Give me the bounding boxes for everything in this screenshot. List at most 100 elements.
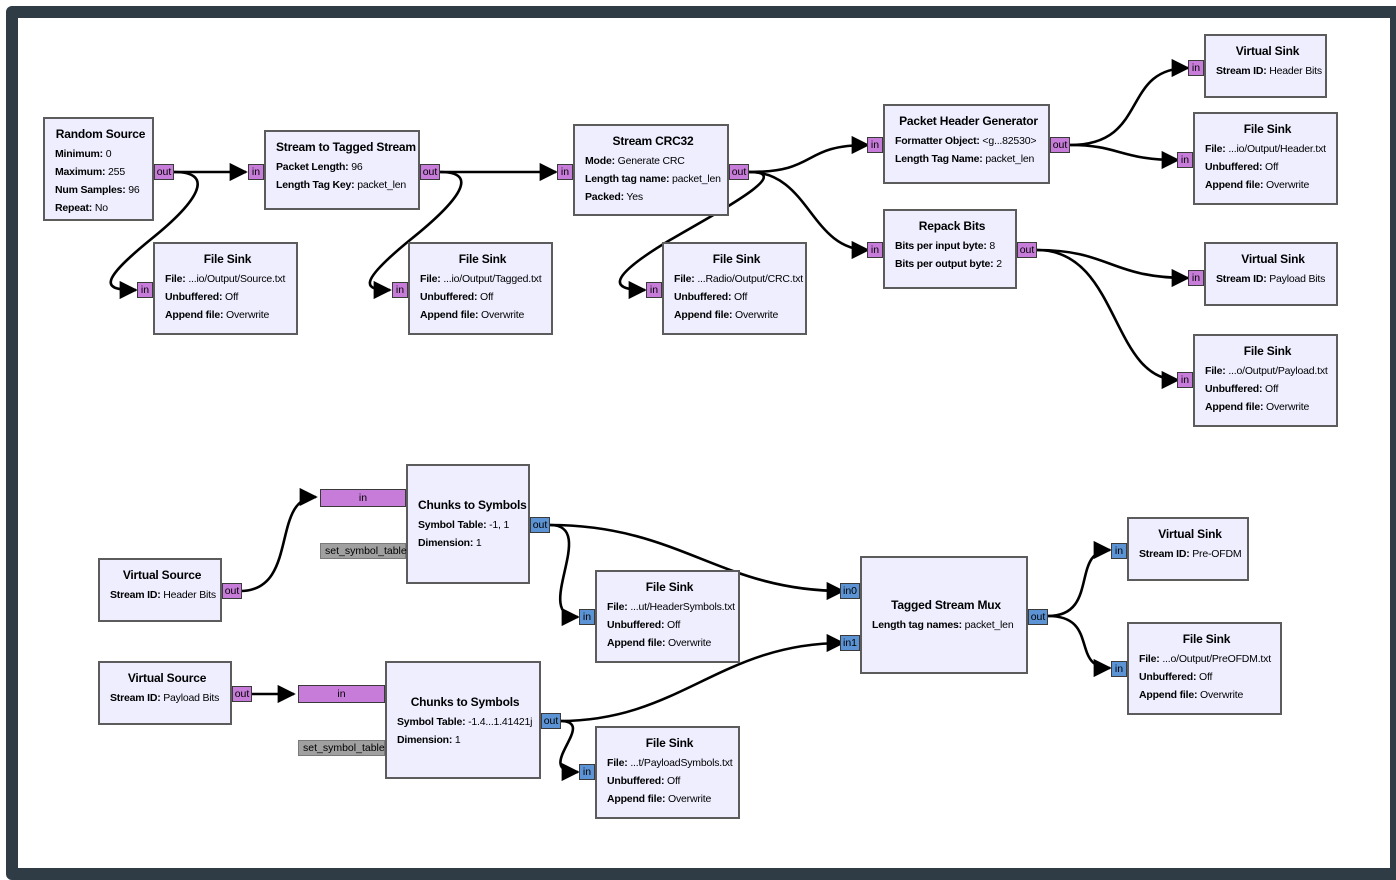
param-append-file: Append file: Overwrite (1139, 689, 1244, 701)
block-packet-header-generator[interactable]: Packet Header Generator Formatter Object… (883, 104, 1050, 184)
edge-chunks-payload-to-mux (559, 633, 845, 723)
param-stream-id: Stream ID: Pre-OFDM (1139, 548, 1242, 560)
block-title: Stream CRC32 (612, 134, 694, 148)
param-unbuffered: Unbuffered: Off (1205, 383, 1279, 395)
param-unbuffered: Unbuffered: Off (1205, 161, 1279, 173)
port-in[interactable]: in (137, 282, 153, 298)
port-out[interactable]: out (154, 164, 174, 180)
param-append-file: Append file: Overwrite (1205, 179, 1310, 191)
block-title: Tagged Stream Mux (891, 598, 1001, 612)
edge-headergen-to-vsink (1069, 58, 1190, 147)
port-in[interactable]: in (298, 685, 385, 703)
param-file: File: ...o/Output/Payload.txt (1205, 365, 1328, 377)
msg-port-set-symbol-table[interactable]: set_symbol_table (320, 543, 407, 559)
port-in[interactable]: in (1188, 60, 1204, 76)
port-in[interactable]: in (867, 242, 883, 258)
block-file-sink-preofdm[interactable]: File Sink File: ...o/Output/PreOFDM.txt … (1127, 622, 1282, 715)
param-maximum: Maximum: 255 (55, 166, 125, 178)
param-num-samples: Num Samples: 96 (55, 184, 140, 196)
block-title: File Sink (458, 252, 507, 266)
param-packet-length: Packet Length: 96 (276, 161, 363, 173)
param-minimum: Minimum: 0 (55, 148, 112, 160)
edge-crc-to-repack (748, 170, 870, 260)
param-file: File: ...Radio/Output/CRC.txt (674, 273, 804, 285)
param-symbol-table: Symbol Table: -1, 1 (418, 519, 510, 531)
port-out[interactable]: out (1050, 137, 1070, 153)
block-file-sink-source[interactable]: File Sink File: ...io/Output/Source.txt … (153, 242, 298, 335)
block-virtual-sink-payload[interactable]: Virtual Sink Stream ID: Payload Bits (1204, 242, 1338, 306)
block-virtual-source-header[interactable]: Virtual Source Stream ID: Header Bits (98, 558, 222, 622)
block-file-sink-payload-symbols[interactable]: File Sink File: ...t/PayloadSymbols.txt … (595, 726, 740, 819)
block-file-sink-tagged[interactable]: File Sink File: ...io/Output/Tagged.txt … (408, 242, 553, 335)
block-file-sink-header[interactable]: File Sink File: ...io/Output/Header.txt … (1193, 112, 1338, 205)
edge-crc-to-fsink-crc (618, 170, 765, 300)
block-title: Virtual Source (127, 671, 207, 685)
block-virtual-sink-header[interactable]: Virtual Sink Stream ID: Header Bits (1204, 34, 1327, 98)
port-in[interactable]: in (867, 137, 883, 153)
msg-port-set-symbol-table[interactable]: set_symbol_table (298, 740, 385, 756)
param-unbuffered: Unbuffered: Off (165, 291, 239, 303)
port-out[interactable]: out (541, 713, 561, 729)
block-chunks-to-symbols-header[interactable]: Chunks to Symbols Symbol Table: -1, 1 Di… (406, 464, 530, 584)
port-in[interactable]: in (1177, 152, 1193, 168)
port-in[interactable]: in (392, 282, 408, 298)
block-file-sink-header-symbols[interactable]: File Sink File: ...ut/HeaderSymbols.txt … (595, 570, 740, 663)
edge-tagged-to-fsink-tagged (368, 170, 463, 300)
port-out[interactable]: out (1017, 242, 1037, 258)
port-in[interactable]: in (646, 282, 662, 298)
param-formatter-object: Formatter Object: <g...82530> (895, 135, 1037, 147)
port-in[interactable]: in (579, 609, 595, 625)
block-title: File Sink (1243, 122, 1292, 136)
edge-mux-to-vsink (1047, 540, 1112, 618)
block-virtual-source-payload[interactable]: Virtual Source Stream ID: Payload Bits (98, 661, 232, 725)
param-dimension: Dimension: 1 (397, 734, 461, 746)
param-append-file: Append file: Overwrite (165, 309, 270, 321)
param-unbuffered: Unbuffered: Off (607, 775, 681, 787)
block-title: Repack Bits (918, 219, 986, 233)
port-in[interactable]: in (1111, 661, 1127, 677)
block-random-source[interactable]: Random Source Minimum: 0 Maximum: 255 Nu… (43, 117, 154, 221)
param-append-file: Append file: Overwrite (607, 637, 712, 649)
block-repack-bits[interactable]: Repack Bits Bits per input byte: 8 Bits … (883, 209, 1017, 289)
edge-repack-to-fsink (1036, 248, 1180, 390)
edge-headergen-to-fsink (1069, 143, 1180, 170)
edge-random-to-fsink-source (109, 170, 199, 300)
param-symbol-table: Symbol Table: -1.4...1.41421j (397, 716, 533, 728)
block-stream-crc32[interactable]: Stream CRC32 Mode: Generate CRC Length t… (573, 124, 729, 216)
block-file-sink-payload[interactable]: File Sink File: ...o/Output/Payload.txt … (1193, 334, 1338, 427)
block-tagged-stream-mux[interactable]: Tagged Stream Mux Length tag names: pack… (860, 556, 1028, 674)
port-out[interactable]: out (729, 164, 749, 180)
param-stream-id: Stream ID: Payload Bits (110, 692, 220, 704)
port-in0[interactable]: in0 (840, 583, 860, 599)
block-file-sink-crc[interactable]: File Sink File: ...Radio/Output/CRC.txt … (662, 242, 807, 335)
block-title: Stream to Tagged Stream (276, 140, 416, 154)
block-title: Chunks to Symbols (418, 498, 527, 512)
port-out[interactable]: out (530, 517, 550, 533)
block-title: File Sink (712, 252, 761, 266)
port-in1[interactable]: in1 (840, 635, 860, 651)
param-append-file: Append file: Overwrite (1205, 401, 1310, 413)
param-stream-id: Stream ID: Header Bits (1216, 65, 1322, 77)
port-in[interactable]: in (248, 164, 264, 180)
port-in[interactable]: in (1177, 372, 1193, 388)
param-file: File: ...t/PayloadSymbols.txt (607, 757, 733, 769)
port-out[interactable]: out (232, 686, 252, 702)
param-file: File: ...ut/HeaderSymbols.txt (607, 601, 735, 613)
port-out[interactable]: out (222, 583, 242, 599)
param-unbuffered: Unbuffered: Off (674, 291, 748, 303)
block-stream-to-tagged[interactable]: Stream to Tagged Stream Packet Length: 9… (264, 130, 420, 210)
port-in[interactable]: in (320, 489, 406, 507)
block-title: Virtual Source (122, 568, 202, 582)
port-out[interactable]: out (1028, 609, 1048, 625)
port-out[interactable]: out (420, 164, 440, 180)
param-append-file: Append file: Overwrite (420, 309, 525, 321)
block-virtual-sink-preofdm[interactable]: Virtual Sink Stream ID: Pre-OFDM (1127, 517, 1249, 581)
port-in[interactable]: in (557, 164, 573, 180)
port-in[interactable]: in (579, 764, 595, 780)
param-append-file: Append file: Overwrite (674, 309, 779, 321)
block-title: Virtual Sink (1241, 252, 1305, 266)
block-chunks-to-symbols-payload[interactable]: Chunks to Symbols Symbol Table: -1.4...1… (385, 661, 541, 779)
port-in[interactable]: in (1188, 270, 1204, 286)
port-in[interactable]: in (1111, 543, 1127, 559)
